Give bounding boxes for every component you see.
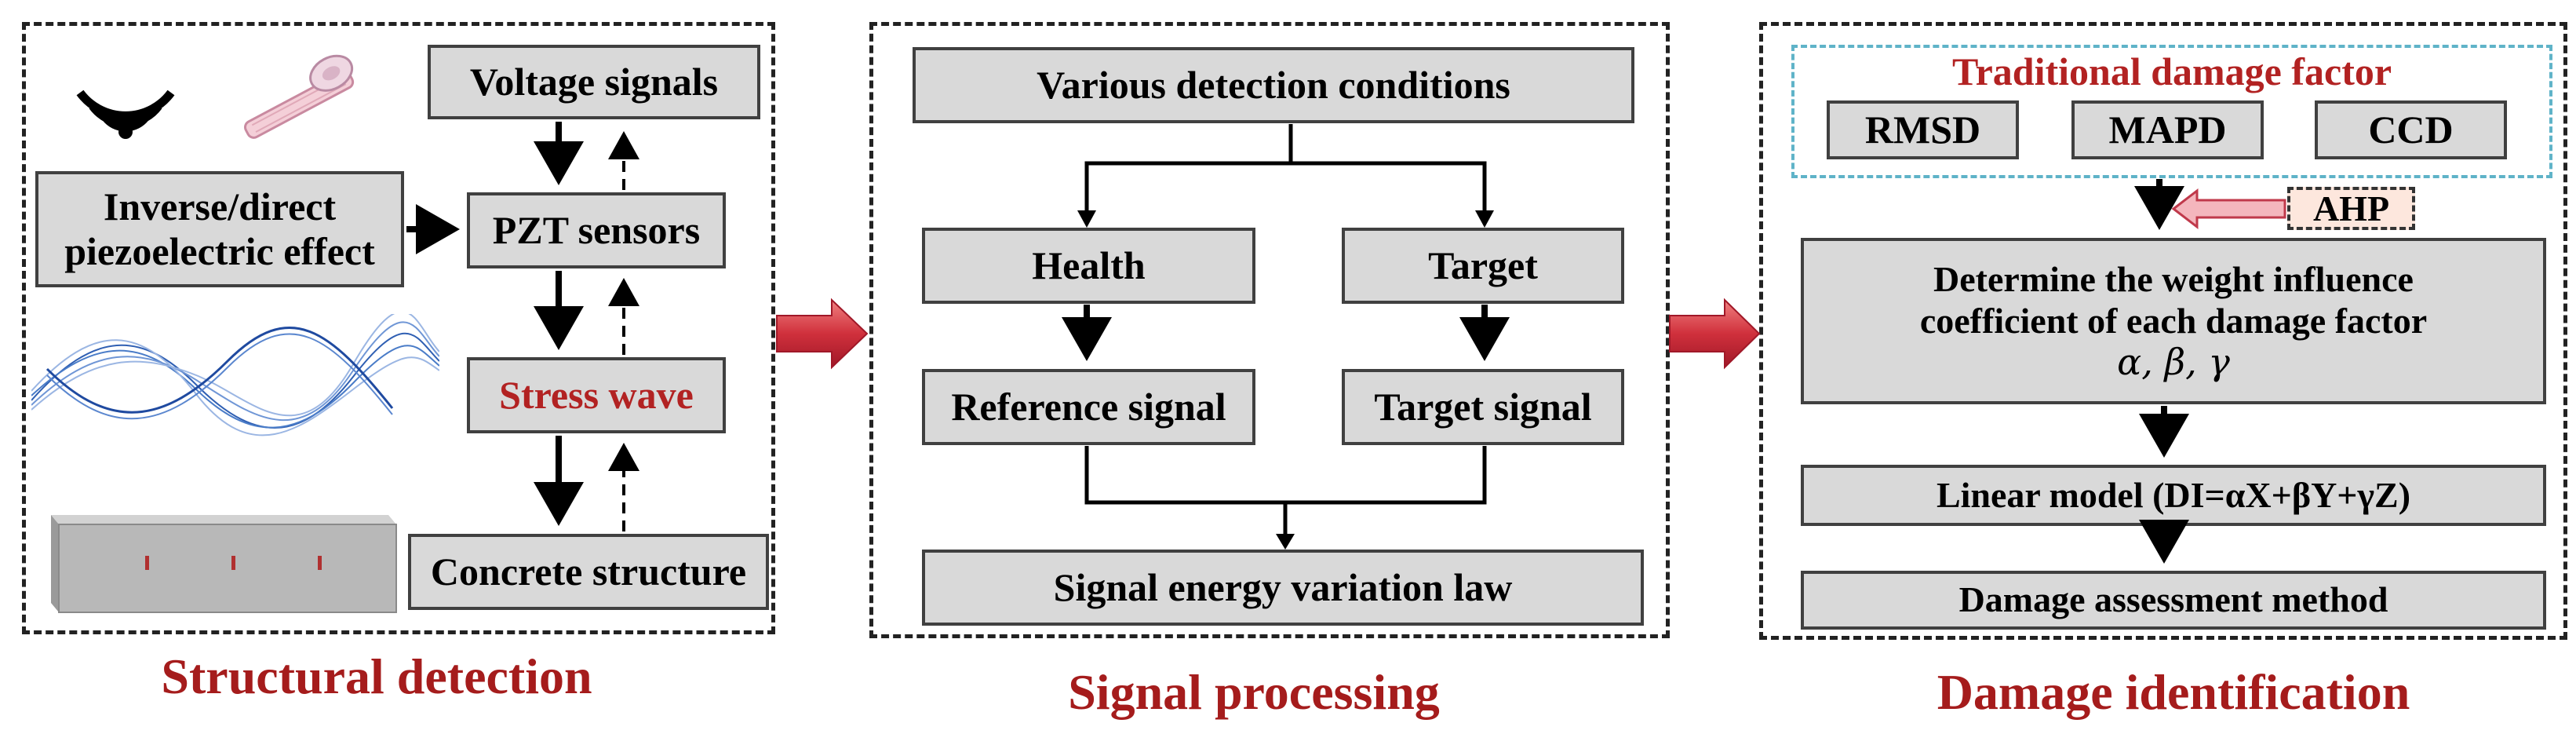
- rmsd-box: RMSD: [1827, 100, 2019, 159]
- merge-line-signals: [1084, 446, 1487, 505]
- stress-wave-illustration: [31, 314, 439, 436]
- transition-arrow-2: [1669, 298, 1761, 370]
- target-box: Target: [1342, 228, 1624, 304]
- weight-line-1: Determine the weight influence: [1933, 258, 2414, 299]
- traditional-damage-factor-group: [1791, 45, 2552, 178]
- signal-processing-caption: Signal processing: [1068, 664, 1440, 720]
- damage-identification-panel: [1759, 22, 2567, 640]
- reference-signal-box: Reference signal: [922, 369, 1255, 445]
- stress-wave-box: Stress wave: [467, 357, 726, 433]
- effect-line-1: Inverse/direct: [103, 184, 337, 228]
- various-conditions-box: Various detection conditions: [913, 47, 1634, 123]
- structural-detection-panel: [22, 22, 775, 634]
- piezoelectric-effect-box: Inverse/direct piezoelectric effect: [35, 171, 404, 287]
- transition-arrow-1: [776, 298, 869, 370]
- wireless-signal-icon: [76, 89, 175, 139]
- pzt-sensor-illustration: [243, 54, 355, 139]
- ccd-box: CCD: [2315, 100, 2507, 159]
- ahp-arrow: [2171, 188, 2286, 230]
- ahp-box: AHP: [2287, 187, 2415, 230]
- weight-line-2: coefficient of each damage factor: [1919, 300, 2428, 341]
- arrowhead-to-health: [1077, 210, 1096, 228]
- signal-processing-panel: [869, 22, 1670, 638]
- split-line-conditions: [1084, 124, 1293, 214]
- linear-model-box: Linear model (DI=αX+βY+γZ): [1801, 465, 2546, 526]
- energy-law-box: Signal energy variation law: [922, 550, 1644, 626]
- mapd-box: MAPD: [2071, 100, 2264, 159]
- arrowhead-to-target: [1475, 210, 1494, 228]
- split-line-conditions-right: [1291, 161, 1487, 214]
- concrete-beam-illustration: [51, 515, 397, 613]
- damage-identification-caption: Damage identification: [1937, 664, 2410, 720]
- target-signal-box: Target signal: [1342, 369, 1624, 445]
- weight-symbols: α, β, γ: [2117, 341, 2230, 384]
- structural-detection-caption: Structural detection: [161, 648, 592, 704]
- pzt-sensors-box: PZT sensors: [467, 192, 726, 268]
- health-box: Health: [922, 228, 1255, 304]
- effect-line-2: piezoelectric effect: [64, 229, 375, 273]
- arrowhead-to-energy-law: [1276, 534, 1295, 550]
- weight-coefficient-box: Determine the weight influence coefficie…: [1801, 238, 2546, 404]
- damage-assessment-box: Damage assessment method: [1801, 571, 2546, 630]
- concrete-structure-box: Concrete structure: [408, 534, 769, 610]
- voltage-signals-box: Voltage signals: [428, 45, 760, 119]
- traditional-damage-factor-title: Traditional damage factor: [1951, 49, 2392, 93]
